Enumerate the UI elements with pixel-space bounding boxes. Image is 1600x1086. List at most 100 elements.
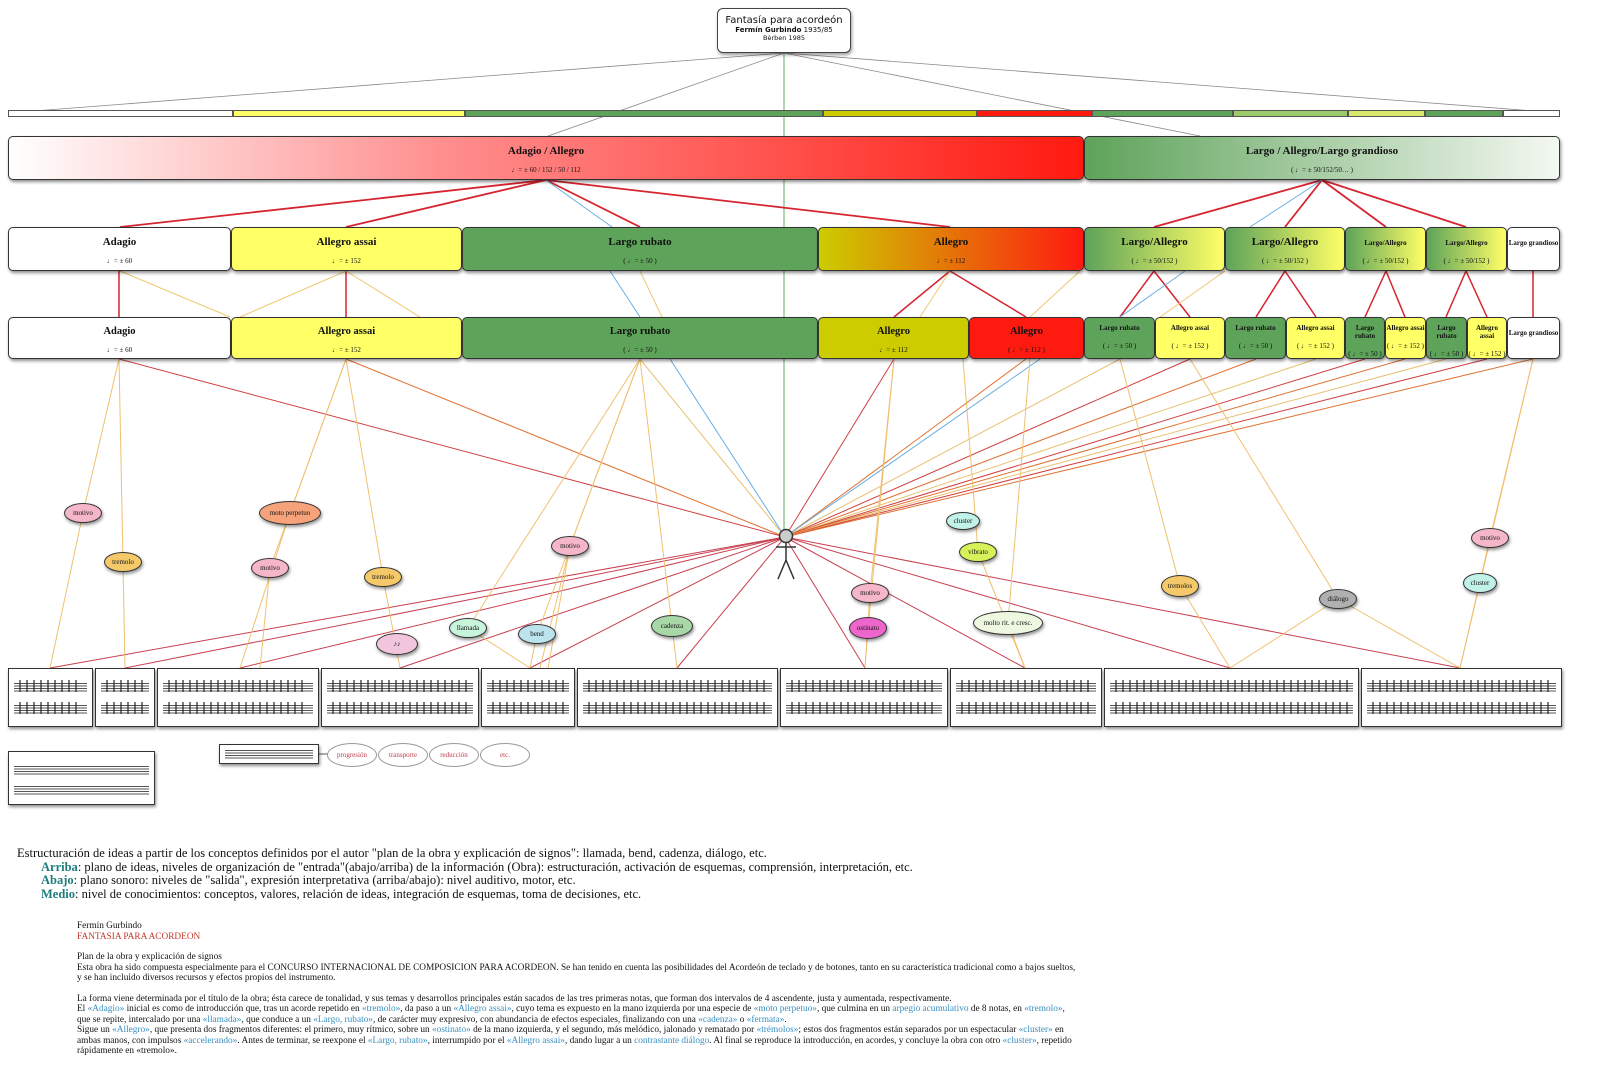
connector-line bbox=[239, 536, 786, 669]
level2-box[interactable]: Largo/Allegro( ♩= ± 50/152 ) bbox=[1345, 227, 1426, 271]
notes bbox=[1372, 702, 1551, 714]
term-link[interactable]: «cadenza» bbox=[698, 1014, 738, 1025]
concept-motivo[interactable]: motivo bbox=[64, 503, 102, 523]
tempo-marking: ( ♩= ± 50/152/50… ) bbox=[1291, 166, 1353, 174]
concept-bend[interactable]: bend bbox=[518, 624, 556, 644]
strip-segment bbox=[1092, 110, 1233, 117]
level2-box[interactable]: Largo/Allegro( ♩= ± 50/152 ) bbox=[1084, 227, 1225, 271]
connector-line bbox=[118, 358, 786, 538]
term-link[interactable]: «ostinato» bbox=[432, 1025, 471, 1035]
level3-box[interactable]: Largo rubato( ♩= ± 50 ) bbox=[1426, 317, 1467, 359]
level2-box[interactable]: Largo grandioso bbox=[1507, 227, 1560, 271]
score-excerpt bbox=[8, 668, 93, 727]
arriba-key: Arriba bbox=[41, 859, 78, 874]
tempo-marking: ♩= ± 152 bbox=[332, 257, 361, 265]
concept-molto-rit-e-cresc-[interactable]: molto rit. e cresc. bbox=[973, 611, 1043, 635]
tempo-marking: ♩= ± 112 bbox=[879, 346, 908, 354]
text-segment: . Antes de terminar, se reexpone el bbox=[237, 1035, 368, 1046]
level2-box[interactable]: Largo/Allegro( ♩= ± 50/152 ) bbox=[1426, 227, 1507, 271]
level1-box[interactable]: Adagio / Allegro♩= ± 60 / 152 / 50 / 112 bbox=[8, 136, 1084, 180]
transform-1[interactable]: transporte bbox=[378, 743, 428, 767]
work-title-box[interactable]: Fantasía para acordeón Fermín Gurbindo 1… bbox=[717, 8, 851, 53]
term-link[interactable]: «tremolo» bbox=[362, 1004, 401, 1014]
term-link[interactable]: «fermata» bbox=[746, 1014, 785, 1025]
term-link[interactable]: «Allegro assai» bbox=[453, 1004, 512, 1014]
concept-llamada[interactable]: llamada bbox=[449, 618, 487, 638]
concept-cluster[interactable]: cluster bbox=[1463, 573, 1497, 593]
level3-box[interactable]: Allegro( ♩= ± 112 ) bbox=[969, 317, 1084, 359]
level3-box[interactable]: Largo rubato( ♩= ± 50 ) bbox=[462, 317, 818, 359]
concept-motivo[interactable]: motivo bbox=[851, 583, 889, 603]
concept-motivo[interactable]: motivo bbox=[1471, 528, 1509, 548]
term-link[interactable]: «cluster» bbox=[1018, 1025, 1053, 1035]
tempo-marking: ( ♩= ± 152 ) bbox=[1387, 342, 1424, 350]
concept--[interactable]: ♪♪ bbox=[376, 633, 418, 655]
description-intro: Estructuración de ideas a partir de los … bbox=[17, 846, 767, 860]
concept-diálogo[interactable]: diálogo bbox=[1319, 589, 1357, 609]
level3-box[interactable]: Allegro assai ( ♩= ± 152 ) bbox=[1286, 317, 1345, 359]
notes bbox=[961, 702, 1091, 714]
text-segment: , interrumpido por el bbox=[427, 1035, 507, 1046]
term-link[interactable]: «Allegro» bbox=[112, 1025, 150, 1035]
section-label: Largo rubato bbox=[1099, 324, 1140, 332]
notes bbox=[332, 680, 468, 692]
level3-box[interactable]: Allegro♩= ± 112 bbox=[818, 317, 969, 359]
transform-3[interactable]: etc. bbox=[480, 743, 530, 767]
level3-box[interactable]: Allegro assai( ♩= ± 152 ) bbox=[1385, 317, 1426, 359]
section-label: Allegro assai bbox=[1296, 324, 1335, 332]
level2-box[interactable]: Allegro♩= ± 112 bbox=[818, 227, 1084, 271]
term-link[interactable]: «Largo, rubato» bbox=[313, 1014, 373, 1025]
level3-box[interactable]: Adagio♩= ± 60 bbox=[8, 317, 231, 359]
connector-line bbox=[467, 358, 641, 629]
connector-line bbox=[1459, 582, 1481, 669]
term-link[interactable]: «trémolos» bbox=[756, 1025, 799, 1035]
term-link[interactable]: «Adagio» bbox=[87, 1004, 125, 1014]
level2-box[interactable]: Adagio♩= ± 60 bbox=[8, 227, 231, 271]
concept-tremolos[interactable]: tremolos bbox=[1161, 575, 1199, 597]
text-segment: en ambas manos, con impulsos bbox=[77, 1025, 1064, 1046]
description: Estructuración de ideas a partir de los … bbox=[17, 846, 913, 901]
concept-cadenza[interactable]: cadenza bbox=[651, 615, 693, 637]
level3-box[interactable]: Largo grandioso bbox=[1507, 317, 1560, 359]
level3-box[interactable]: Largo rubato( ♩= ± 50 ) bbox=[1345, 317, 1385, 359]
term-link[interactable]: «accelerando» bbox=[183, 1035, 238, 1046]
concept-vibrato[interactable]: vibrato bbox=[959, 542, 997, 562]
term-link[interactable]: «Largo, rubato» bbox=[367, 1035, 428, 1046]
tempo-marking: ( ♩= ± 152 ) bbox=[1297, 342, 1334, 350]
level3-box[interactable]: Allegro assai♩= ± 152 bbox=[231, 317, 462, 359]
connector-line bbox=[239, 270, 347, 318]
level3-box[interactable]: Largo rubato( ♩= ± 50 ) bbox=[1225, 317, 1286, 359]
level3-box[interactable]: Allegro assai( ♩= ± 152 ) bbox=[1155, 317, 1225, 359]
transform-2[interactable]: reducción bbox=[429, 743, 479, 767]
level3-box[interactable]: Allegro assai( ♩= ± 152 ) bbox=[1467, 317, 1507, 359]
section-label: Largo rubato bbox=[1354, 324, 1376, 340]
concept-tremolo[interactable]: tremolo bbox=[104, 552, 142, 572]
arriba-text: : plano de ideas, niveles de organizació… bbox=[77, 859, 913, 874]
term-link[interactable]: «tremolo» bbox=[1024, 1004, 1063, 1014]
term-link[interactable]: contrastante diálogo bbox=[634, 1035, 710, 1046]
score-excerpt bbox=[321, 668, 479, 727]
term-link[interactable]: «cluster» bbox=[1002, 1035, 1037, 1046]
term-link[interactable]: «llamada» bbox=[202, 1014, 242, 1025]
term-link[interactable]: arpegio acumulativo bbox=[892, 1004, 969, 1014]
term-link[interactable]: «Allegro assai» bbox=[506, 1035, 565, 1046]
level3-box[interactable]: Largo rubato( ♩= ± 50 ) bbox=[1084, 317, 1155, 359]
tempo-marking: ( ♩= ± 50 ) bbox=[1429, 350, 1464, 358]
concept-tremolo[interactable]: tremolo bbox=[364, 567, 402, 587]
concept-ostinato[interactable]: ostinato bbox=[849, 617, 887, 639]
section-label: Adagio / Allegro bbox=[507, 145, 585, 157]
transform-0[interactable]: progresión bbox=[327, 743, 377, 767]
term-link[interactable]: «moto perpetuo» bbox=[753, 1004, 817, 1014]
connector-line bbox=[1029, 270, 1081, 318]
level2-box[interactable]: Largo/Allegro( ♩= ± 50/152 ) bbox=[1225, 227, 1345, 271]
connector-line bbox=[1284, 270, 1317, 318]
concept-motivo[interactable]: motivo bbox=[551, 536, 589, 556]
text-segment: ; estos dos fragmentos están separados p… bbox=[798, 1025, 1019, 1035]
concept-cluster[interactable]: cluster bbox=[946, 512, 980, 530]
concept-moto-perpetuo[interactable]: moto perpetuo bbox=[259, 501, 321, 525]
connector-line bbox=[784, 536, 1461, 669]
level2-box[interactable]: Allegro assai♩= ± 152 bbox=[231, 227, 462, 271]
concept-motivo[interactable]: motivo bbox=[251, 558, 289, 578]
level2-box[interactable]: Largo rubato( ♩= ± 50 ) bbox=[462, 227, 818, 271]
level1-box[interactable]: Largo / Allegro/Largo grandioso( ♩= ± 50… bbox=[1084, 136, 1560, 180]
